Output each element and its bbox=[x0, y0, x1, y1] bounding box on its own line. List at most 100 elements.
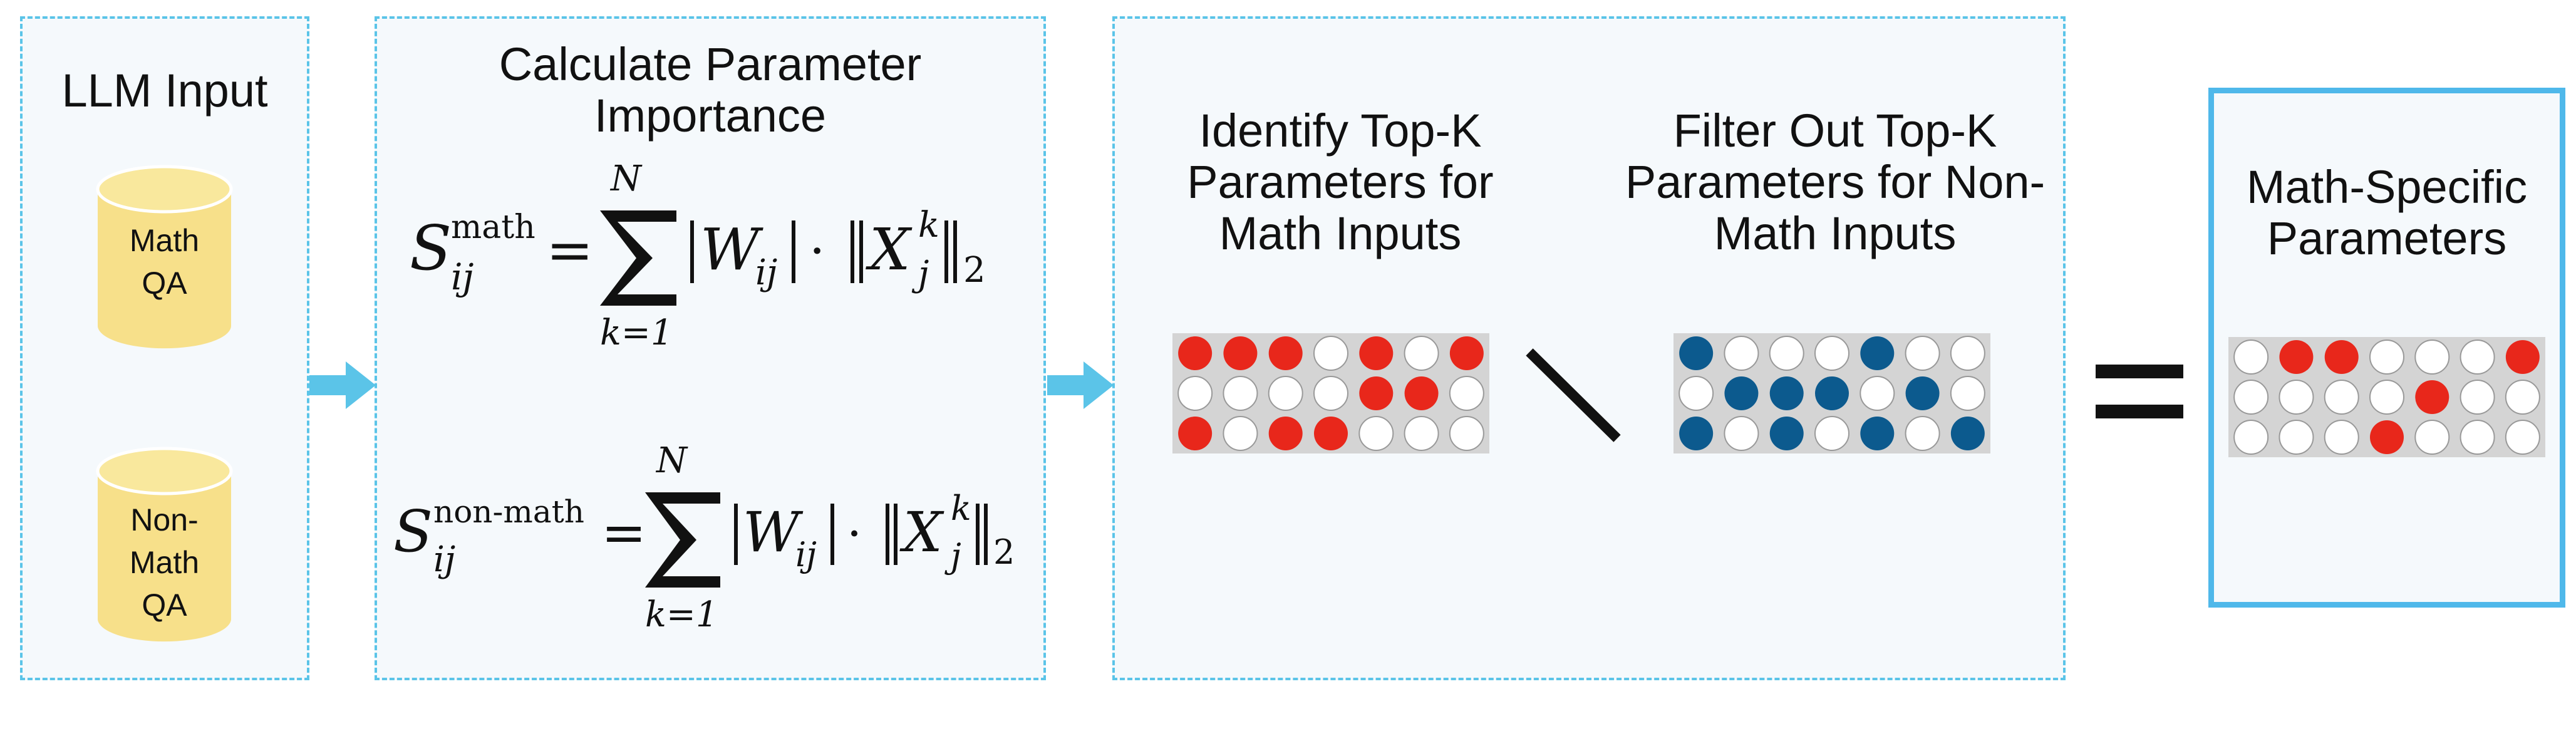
empty-parameter-dot bbox=[2324, 420, 2359, 455]
svg-text:X: X bbox=[899, 500, 944, 564]
formula-lhs: S bbox=[410, 213, 452, 284]
empty-parameter-dot bbox=[1724, 336, 1759, 371]
arrow-right-icon bbox=[1047, 361, 1114, 409]
empty-parameter-dot bbox=[1404, 336, 1439, 371]
empty-parameter-dot bbox=[2505, 420, 2540, 455]
empty-parameter-dot bbox=[1769, 336, 1804, 371]
formula-k: k bbox=[918, 205, 939, 246]
math-specific-parameter-grid bbox=[2228, 337, 2545, 457]
formula-sup: math bbox=[451, 209, 535, 246]
math-qa-label: Math QA bbox=[129, 223, 200, 301]
empty-parameter-dot bbox=[2414, 339, 2450, 375]
empty-parameter-dot bbox=[1177, 376, 1213, 411]
blue-parameter-dot bbox=[1679, 336, 1714, 370]
svg-text:W: W bbox=[700, 216, 763, 283]
empty-parameter-dot bbox=[2233, 420, 2269, 455]
red-parameter-dot bbox=[2279, 340, 2314, 374]
red-parameter-dot bbox=[2324, 340, 2359, 374]
empty-parameter-dot bbox=[1724, 416, 1759, 451]
formula-sup: non-math bbox=[433, 494, 584, 530]
empty-parameter-dot bbox=[2324, 380, 2359, 415]
red-parameter-dot bbox=[2415, 380, 2449, 414]
red-parameter-dot bbox=[1359, 376, 1394, 410]
empty-parameter-dot bbox=[2414, 420, 2450, 455]
importance-title: Calculate Parameter Importance bbox=[499, 38, 922, 142]
empty-parameter-dot bbox=[1223, 376, 1258, 411]
red-parameter-dot bbox=[1314, 417, 1348, 450]
formula-norm: 2 bbox=[963, 250, 986, 291]
blue-parameter-dot bbox=[1769, 417, 1804, 450]
empty-parameter-dot bbox=[1679, 376, 1714, 411]
equals-icon bbox=[2096, 365, 2183, 418]
math-qa-database-icon: Math QA bbox=[94, 164, 235, 352]
empty-parameter-dot bbox=[1313, 336, 1348, 371]
empty-parameter-dot bbox=[1358, 416, 1394, 451]
non-math-qa-label: Non- Math QA bbox=[129, 502, 200, 623]
blue-parameter-dot bbox=[1769, 376, 1804, 410]
blue-parameter-dot bbox=[1815, 376, 1849, 410]
red-parameter-dot bbox=[1359, 336, 1394, 370]
set-difference-icon bbox=[1526, 348, 1621, 442]
formula-upper: N bbox=[655, 440, 688, 481]
svg-text:ij: ij bbox=[755, 252, 777, 293]
svg-text:X: X bbox=[866, 216, 913, 283]
formula-norm: 2 bbox=[993, 532, 1015, 572]
red-parameter-dot bbox=[1449, 336, 1484, 370]
red-parameter-dot bbox=[2505, 340, 2540, 374]
red-parameter-dot bbox=[1178, 417, 1213, 450]
svg-text:·: · bbox=[847, 505, 862, 561]
empty-parameter-dot bbox=[2369, 339, 2404, 375]
math-topk-parameter-grid bbox=[1172, 333, 1489, 453]
arrow-right-icon bbox=[309, 361, 376, 409]
empty-parameter-dot bbox=[1449, 376, 1484, 411]
formula-upper: N bbox=[609, 158, 643, 199]
empty-parameter-dot bbox=[1223, 416, 1258, 451]
blue-parameter-dot bbox=[1905, 376, 1940, 410]
empty-parameter-dot bbox=[1814, 336, 1849, 371]
red-parameter-dot bbox=[1268, 336, 1303, 370]
empty-parameter-dot bbox=[1860, 376, 1895, 411]
empty-parameter-dot bbox=[2505, 380, 2540, 415]
identify-topk-title: Identify Top-K Parameters for Math Input… bbox=[1187, 105, 1494, 259]
svg-text:=: = bbox=[546, 217, 593, 283]
formula-lower: k=1 bbox=[600, 313, 673, 353]
empty-parameter-dot bbox=[2369, 380, 2404, 415]
empty-parameter-dot bbox=[2279, 420, 2314, 455]
svg-text:ij: ij bbox=[795, 535, 817, 574]
importance-panel bbox=[375, 16, 1046, 680]
llm-input-title: LLM Input bbox=[61, 65, 268, 117]
blue-parameter-dot bbox=[1724, 376, 1759, 410]
empty-parameter-dot bbox=[1268, 376, 1303, 411]
formula-lhs: S bbox=[393, 498, 433, 565]
non-math-importance-formula: S non-math ij = N k=1 W ij · X k j 2 bbox=[393, 440, 1015, 635]
math-importance-formula: S math ij = N k=1 W ij · X k j 2 bbox=[410, 158, 986, 353]
svg-text:j: j bbox=[944, 536, 961, 576]
empty-parameter-dot bbox=[1404, 416, 1439, 451]
blue-parameter-dot bbox=[1860, 336, 1895, 370]
svg-text:W: W bbox=[743, 500, 804, 564]
red-parameter-dot bbox=[1268, 417, 1303, 450]
empty-parameter-dot bbox=[1950, 336, 1985, 371]
red-parameter-dot bbox=[2370, 420, 2404, 454]
red-parameter-dot bbox=[1404, 376, 1439, 410]
blue-parameter-dot bbox=[1950, 417, 1985, 450]
blue-parameter-dot bbox=[1860, 417, 1895, 450]
empty-parameter-dot bbox=[2460, 339, 2495, 375]
non-math-topk-parameter-grid bbox=[1673, 333, 1990, 453]
empty-parameter-dot bbox=[1449, 416, 1484, 451]
formula-lower: k=1 bbox=[645, 594, 718, 635]
red-parameter-dot bbox=[1223, 336, 1258, 370]
formula-sub: ij bbox=[451, 256, 474, 298]
svg-text:·: · bbox=[809, 222, 825, 280]
empty-parameter-dot bbox=[2279, 380, 2314, 415]
empty-parameter-dot bbox=[2233, 339, 2269, 375]
empty-parameter-dot bbox=[2460, 420, 2495, 455]
non-math-qa-database-icon: Non- Math QA bbox=[94, 446, 235, 645]
red-parameter-dot bbox=[1178, 336, 1213, 370]
formula-sub: ij bbox=[433, 539, 455, 580]
empty-parameter-dot bbox=[2460, 380, 2495, 415]
empty-parameter-dot bbox=[1313, 376, 1348, 411]
formula-k: k bbox=[951, 489, 971, 528]
empty-parameter-dot bbox=[2233, 380, 2269, 415]
empty-parameter-dot bbox=[1905, 336, 1940, 371]
